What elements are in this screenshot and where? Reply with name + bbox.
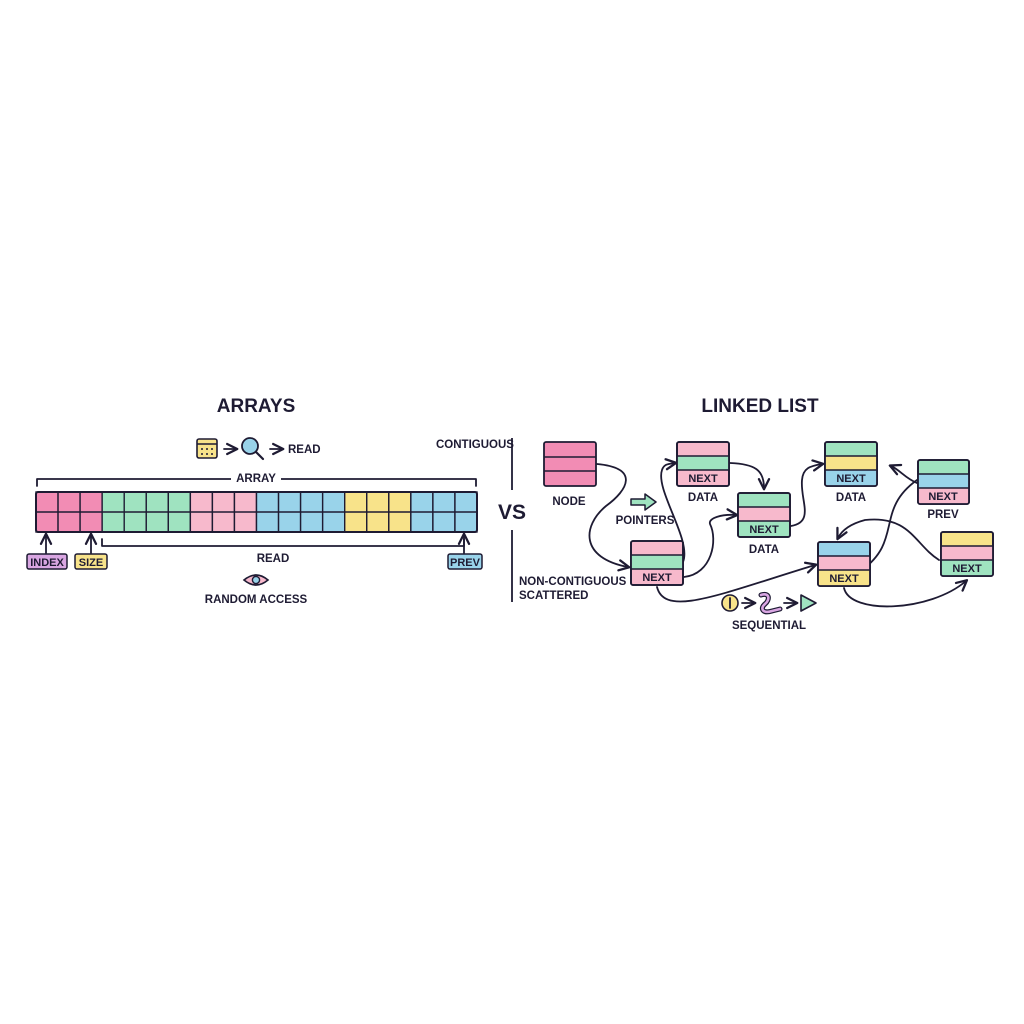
- svg-text:SIZE: SIZE: [79, 557, 103, 569]
- linked-list-title: LINKED LIST: [701, 396, 819, 417]
- svg-text:NEXT: NEXT: [749, 524, 779, 536]
- data-label-1: DATA: [688, 492, 718, 504]
- prev-label: PREV: [927, 509, 959, 521]
- random-access-label: RANDOM ACCESS: [205, 594, 308, 606]
- calendar-icon: [196, 438, 218, 459]
- data-label-3: DATA: [836, 492, 866, 504]
- pointers-label: POINTERS: [616, 515, 675, 527]
- svg-text:NEXT: NEXT: [642, 572, 672, 584]
- array-read-bottom: READ: [257, 553, 290, 565]
- size-tag: SIZE: [74, 553, 108, 570]
- vs-label: VS: [498, 501, 526, 524]
- ll-node-4: NEXT: [824, 441, 878, 487]
- eye-icon: [242, 574, 270, 586]
- sequential-label: SEQUENTIAL: [732, 620, 806, 632]
- index-tag: INDEX: [26, 553, 68, 570]
- ll-node-6: NEXT: [817, 541, 871, 587]
- svg-text:NEXT: NEXT: [928, 491, 958, 503]
- node-label: NODE: [552, 496, 586, 508]
- prev-tag: PREV: [447, 553, 483, 570]
- squiggle-icon: [758, 591, 783, 615]
- read-bracket: [101, 538, 465, 547]
- pointer-curves: [588, 458, 969, 608]
- svg-text:NEXT: NEXT: [688, 473, 718, 485]
- ll-node-2: NEXT: [676, 441, 730, 487]
- svg-text:NEXT: NEXT: [836, 473, 866, 485]
- arrow-right-icon: [630, 493, 657, 511]
- svg-text:INDEX: INDEX: [30, 557, 64, 569]
- ll-node-1: NEXT: [630, 540, 684, 586]
- array-border: [35, 491, 478, 533]
- ll-node-3: NEXT: [737, 492, 791, 538]
- info-icon: [721, 594, 739, 612]
- contiguous-label: CONTIGUOUS: [436, 439, 514, 451]
- svg-text:NEXT: NEXT: [952, 563, 982, 575]
- play-icon: [800, 594, 817, 612]
- array-bracket-label: ARRAY: [236, 473, 276, 485]
- magnifier-icon: [241, 437, 265, 461]
- ll-node-5: NEXT: [917, 459, 970, 505]
- svg-text:NEXT: NEXT: [829, 573, 859, 585]
- ll-node-head: [543, 441, 597, 487]
- data-label-2: DATA: [749, 544, 779, 556]
- svg-text:PREV: PREV: [450, 557, 481, 569]
- array-read-top: READ: [288, 444, 321, 456]
- arrays-title: ARRAYS: [217, 396, 296, 417]
- array-cells: [35, 491, 478, 533]
- ll-node-7: NEXT: [940, 531, 994, 577]
- scattered-label: SCATTERED: [519, 590, 588, 602]
- non-contiguous-label: NON-CONTIGUOUS: [519, 576, 627, 588]
